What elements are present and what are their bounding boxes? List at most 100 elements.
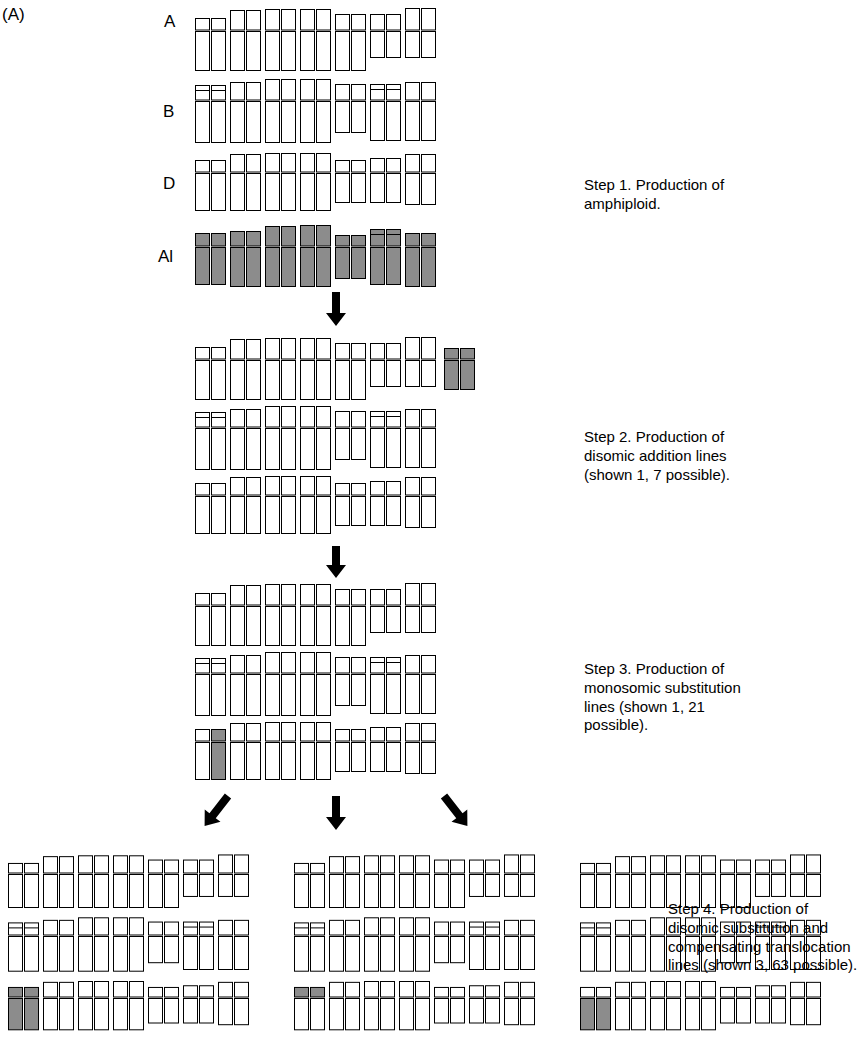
short-arm <box>196 730 210 742</box>
long-arm <box>79 875 93 908</box>
short-arm <box>597 923 611 935</box>
short-arm <box>371 344 385 360</box>
long-arm <box>422 429 436 468</box>
short-arm <box>247 155 261 173</box>
satellite-mark <box>196 663 210 664</box>
short-arm <box>301 585 315 606</box>
step-arrow <box>326 546 346 578</box>
short-arm <box>196 161 210 173</box>
long-arm <box>371 174 385 203</box>
long-arm <box>505 937 519 970</box>
long-arm <box>435 999 449 1024</box>
long-arm <box>486 999 500 1024</box>
genome-row <box>581 855 821 908</box>
short-arm <box>266 10 280 31</box>
long-arm <box>95 999 109 1030</box>
short-arm <box>282 80 296 101</box>
short-arm <box>231 83 245 101</box>
short-arm <box>196 348 210 360</box>
long-arm <box>231 743 245 780</box>
short-arm <box>336 730 350 742</box>
short-arm <box>317 723 331 742</box>
long-arm <box>301 248 315 287</box>
long-arm <box>196 675 210 716</box>
short-arm <box>336 484 350 496</box>
long-arm <box>219 937 233 970</box>
long-arm <box>461 361 475 390</box>
long-arm <box>196 32 210 71</box>
long-arm <box>352 174 366 203</box>
long-arm <box>95 937 109 972</box>
short-arm <box>381 856 395 873</box>
short-arm <box>416 918 430 935</box>
long-arm <box>60 937 74 972</box>
short-arm <box>422 155 436 173</box>
long-arm <box>212 248 226 285</box>
short-arm <box>317 585 331 606</box>
satellite-mark <box>371 89 385 90</box>
long-arm <box>352 743 366 772</box>
genome-row <box>295 918 535 971</box>
genome-row <box>581 982 821 1030</box>
long-arm <box>387 174 401 203</box>
short-arm <box>130 918 144 935</box>
long-arm <box>721 999 735 1024</box>
short-arm <box>196 86 210 101</box>
genome-label: D <box>163 173 175 194</box>
genome-row <box>196 226 436 287</box>
long-arm <box>114 999 128 1030</box>
long-arm <box>371 102 385 141</box>
short-arm <box>282 585 296 606</box>
short-arm <box>114 856 128 873</box>
long-arm <box>616 999 630 1030</box>
short-arm <box>317 154 331 173</box>
short-arm <box>25 987 39 997</box>
short-arm <box>282 339 296 360</box>
long-arm <box>196 361 210 400</box>
genome-label: B <box>163 101 174 122</box>
long-arm <box>387 429 401 468</box>
short-arm <box>406 338 420 360</box>
short-arm <box>301 477 315 496</box>
short-arm <box>737 987 751 997</box>
long-arm <box>266 32 280 71</box>
short-arm <box>114 982 128 998</box>
long-arm <box>196 743 210 780</box>
satellite-mark <box>212 90 226 91</box>
short-arm <box>632 920 646 935</box>
short-arm <box>616 920 630 935</box>
short-arm <box>317 477 331 496</box>
long-arm <box>346 875 360 908</box>
short-arm <box>282 407 296 428</box>
long-arm <box>406 675 420 714</box>
satellite-mark <box>371 416 385 417</box>
long-arm <box>352 675 366 706</box>
long-arm <box>282 174 296 211</box>
genome-row <box>9 855 249 908</box>
long-arm <box>282 361 296 400</box>
satellite-mark <box>387 234 401 235</box>
satellite-mark <box>9 927 23 928</box>
short-arm <box>301 154 315 173</box>
short-arm <box>352 15 366 31</box>
long-arm <box>282 429 296 470</box>
long-arm <box>301 607 315 646</box>
long-arm <box>311 937 325 972</box>
short-arm <box>219 920 233 935</box>
long-arm <box>702 999 716 1030</box>
long-arm <box>336 607 350 646</box>
long-arm <box>295 875 309 908</box>
long-arm <box>301 32 315 71</box>
short-arm <box>365 918 379 935</box>
satellite-mark <box>371 662 385 663</box>
long-arm <box>406 497 420 528</box>
short-arm <box>336 658 350 674</box>
long-arm <box>25 937 39 972</box>
short-arm <box>79 918 93 935</box>
long-arm <box>247 743 261 780</box>
step-arrow <box>197 790 236 832</box>
long-arm <box>231 102 245 143</box>
short-arm <box>352 590 366 606</box>
long-arm <box>9 937 23 972</box>
short-arm <box>721 987 735 997</box>
